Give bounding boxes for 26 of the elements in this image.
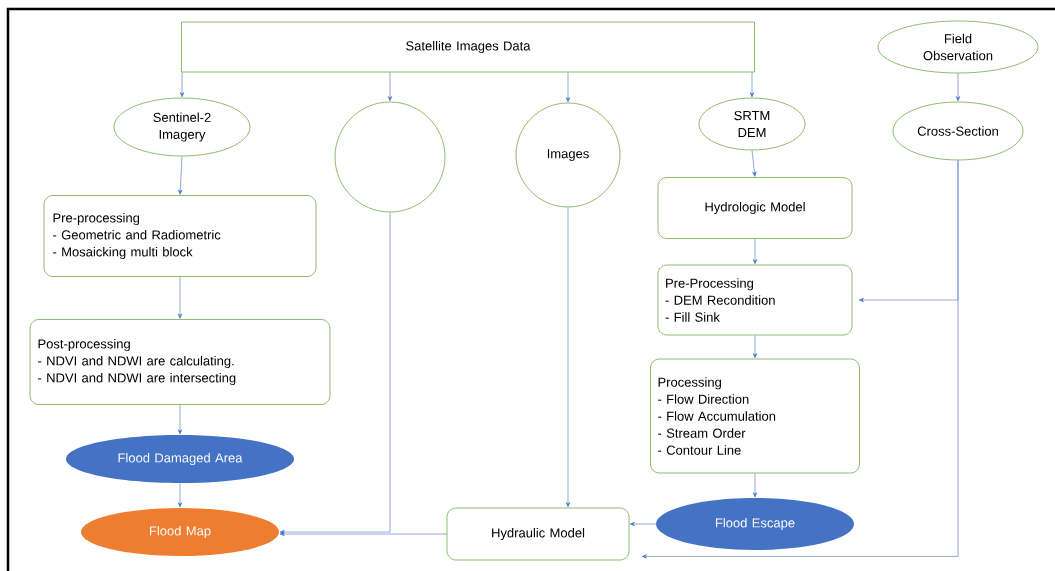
process-box: Hydrologic Model xyxy=(657,177,853,239)
arrow xyxy=(751,150,757,177)
arrow xyxy=(177,404,183,435)
process-box: Post-processing - NDVI and NDWI are calculating. - NDVI and NDWI are intersecting xyxy=(29,319,331,405)
arrow xyxy=(752,238,758,265)
arrow xyxy=(752,473,758,498)
arrow xyxy=(177,482,183,508)
process-box: Hydraulic Model xyxy=(446,507,630,561)
process-box: Processing - Flow Direction - Flow Accumulation - Stream Order - Contour Line xyxy=(650,358,860,474)
arrow xyxy=(752,335,758,359)
arrow xyxy=(565,72,571,103)
arrow xyxy=(177,276,183,319)
arrow xyxy=(279,531,447,537)
arrow xyxy=(749,72,755,98)
arrow xyxy=(955,73,961,102)
arrow xyxy=(279,212,391,535)
arrow xyxy=(629,521,657,527)
arrow xyxy=(179,72,185,98)
arrow xyxy=(387,72,393,102)
arrow xyxy=(641,160,959,559)
process-box: Pre-processing - Geometric and Radiometric - Mosaicking multi block xyxy=(43,195,317,277)
source-box: Satellite Images Data xyxy=(181,21,755,73)
arrow xyxy=(565,207,571,508)
empty-circle xyxy=(334,101,446,213)
arrow xyxy=(178,156,183,195)
process-box: Pre-Processing - DEM Recondition - Fill Sink xyxy=(657,264,853,336)
